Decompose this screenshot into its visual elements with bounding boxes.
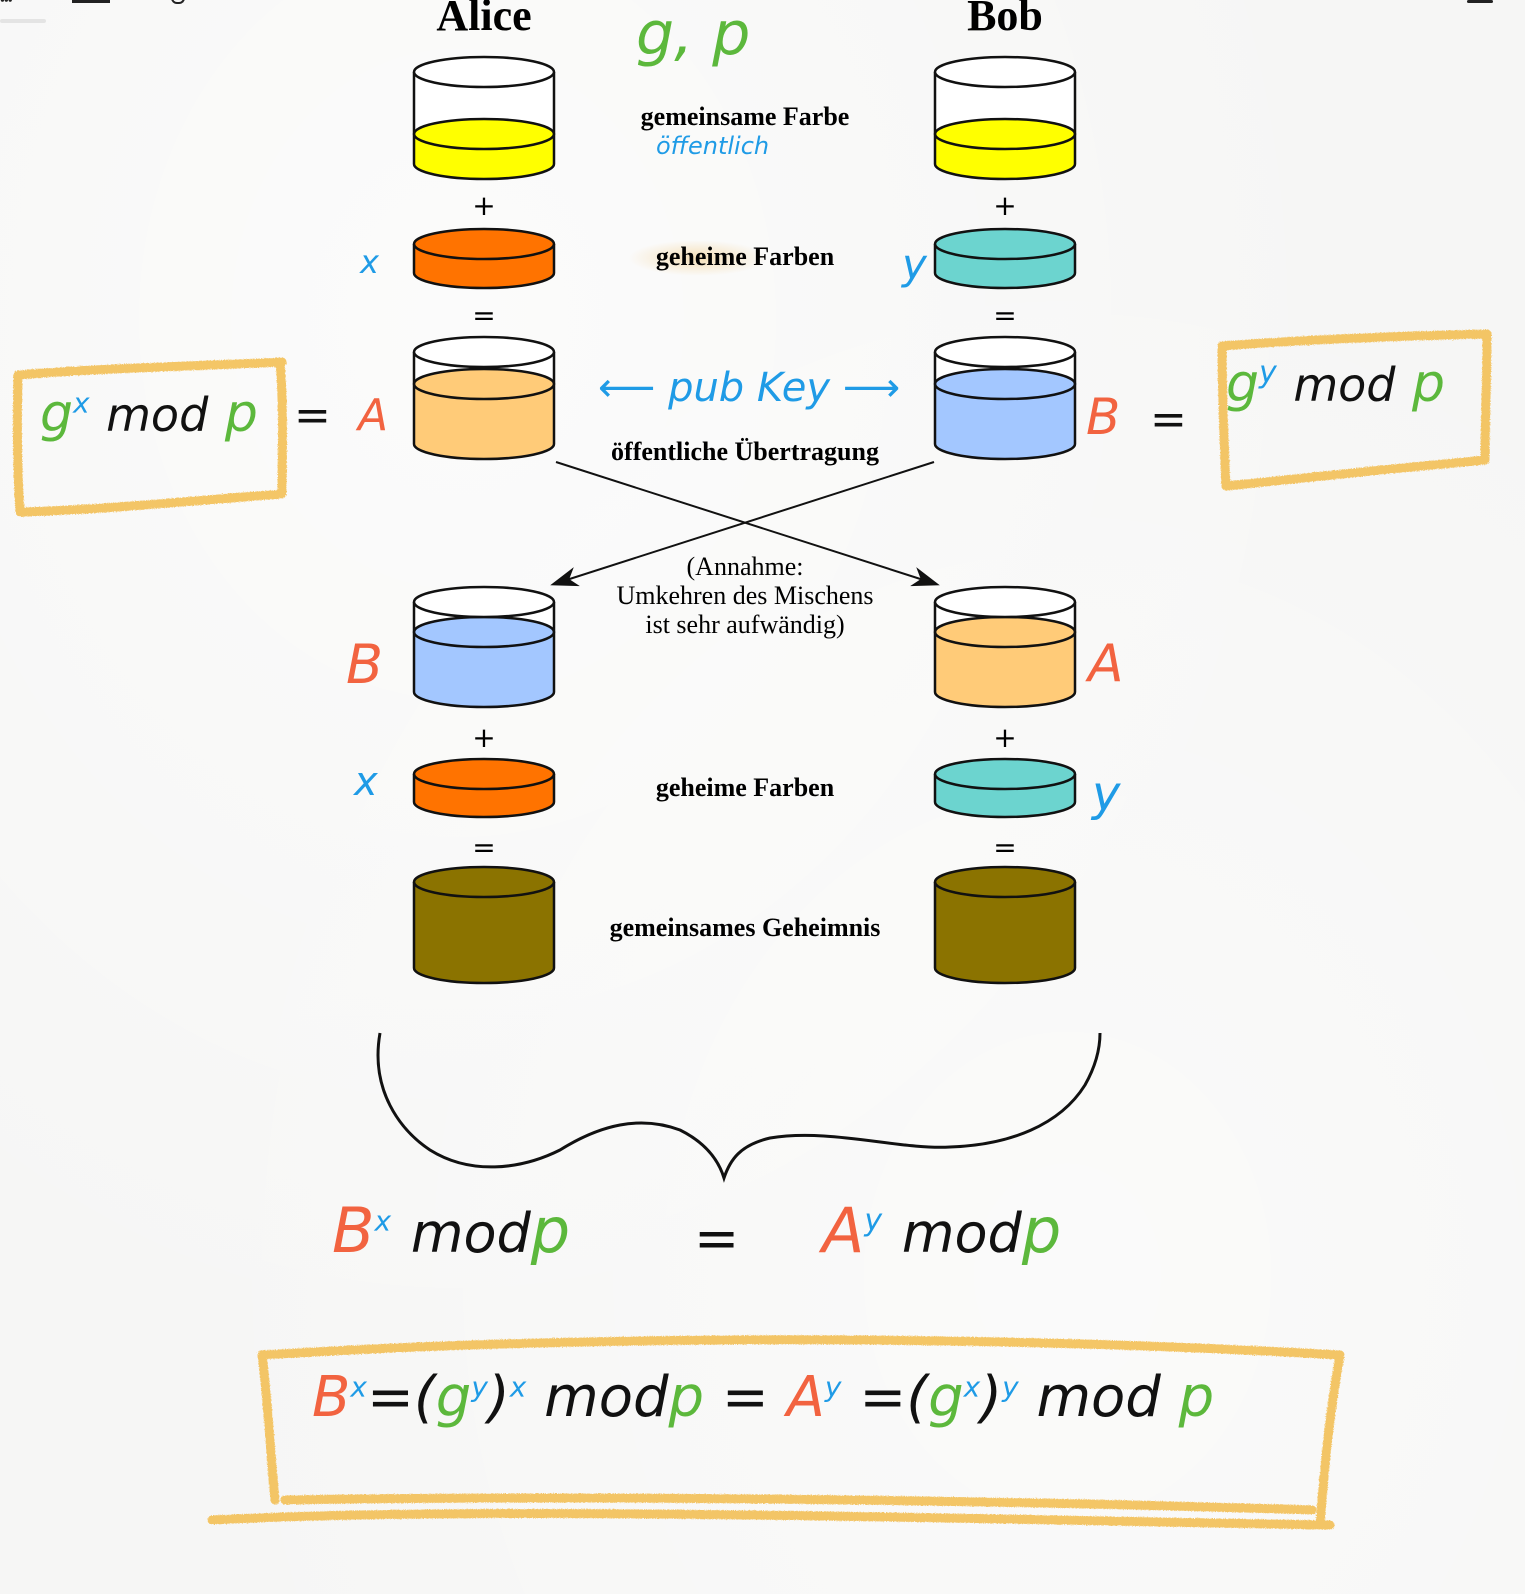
- arrow-bob-to-alice: [550, 461, 935, 587]
- bob-heading: Bob: [967, 0, 1043, 40]
- plus-sign-bob-1: +: [993, 189, 1017, 222]
- formula-modulus-p: p: [224, 384, 258, 444]
- handwritten-var-A-public: A: [358, 390, 389, 441]
- handwritten-var-y-top: y: [902, 240, 927, 289]
- assumption-line-3: ist sehr aufwändig): [645, 610, 845, 639]
- formula-mod: mod: [106, 388, 209, 442]
- highlight-box-bob: [1217, 329, 1492, 491]
- formula-base-g: g: [40, 384, 74, 444]
- cup-alice-shared-secret: [412, 865, 556, 985]
- formula-part: y: [1002, 1370, 1019, 1404]
- formula-modulus-p: p: [1021, 1194, 1062, 1267]
- formula-exp-x: x: [73, 386, 90, 420]
- handwritten-public-params: g, p: [636, 0, 751, 69]
- formula-part: =: [721, 1365, 769, 1430]
- pen-tool-icon[interactable]: [72, 0, 110, 3]
- formula-part: g: [928, 1365, 964, 1430]
- formula-mod: mod: [1293, 358, 1396, 412]
- formula-base-A: A: [822, 1194, 865, 1267]
- formula-exp-x: x: [374, 1204, 392, 1238]
- equals-sign-alice-2: =: [472, 831, 496, 864]
- curly-brace: [376, 1032, 1102, 1183]
- formula-part: =(: [859, 1365, 929, 1430]
- cup-bob-shared: [933, 55, 1077, 181]
- cup-bob-shared-secret: [933, 865, 1077, 985]
- pub-key-text: pub Key: [668, 365, 830, 411]
- highlight-geheime: [628, 240, 768, 276]
- cup-alice-secret: [412, 227, 556, 290]
- formula-modulus-p: p: [1412, 354, 1446, 414]
- formula-base-g: g: [1226, 354, 1260, 414]
- label-public-transfer: öffentliche Übertragung: [611, 437, 879, 466]
- formula-alice-eq: =: [294, 390, 331, 441]
- formula-equality-left: Bx modp: [332, 1200, 570, 1262]
- cup-alice-secret-2: [412, 757, 556, 819]
- formula-mod: mod: [901, 1202, 1022, 1265]
- formula-equality-eq: =: [694, 1207, 740, 1270]
- handwritten-var-x-bottom: x: [354, 759, 378, 805]
- handwritten-public-annotation: öffentlich: [656, 132, 770, 160]
- cup-bob-mix: [933, 335, 1077, 461]
- formula-part: =(: [367, 1365, 436, 1430]
- formula-part: g: [435, 1365, 472, 1430]
- formula-alice-public: gx mod p: [40, 388, 258, 440]
- handwritten-var-A-received: A: [1088, 634, 1124, 694]
- label-secret-colors-bottom: geheime Farben: [655, 773, 835, 802]
- cup-alice-shared: [412, 55, 556, 181]
- alice-heading: Alice: [436, 0, 532, 40]
- handwritten-var-B-public: B: [1086, 388, 1121, 446]
- formula-part: x: [963, 1370, 981, 1404]
- formula-part: A: [786, 1365, 825, 1430]
- formula-part: x: [509, 1370, 527, 1404]
- formula-part: y: [471, 1370, 488, 1404]
- plus-sign-bob-2: +: [993, 721, 1017, 754]
- handwritten-var-x-top: x: [360, 243, 379, 281]
- cup-alice-received: [412, 585, 556, 709]
- plus-sign-alice-2: +: [472, 721, 496, 754]
- label-secret-colors-top: geheime Farben: [655, 242, 835, 271]
- cup-bob-received: [933, 585, 1077, 709]
- formula-part: p: [1178, 1365, 1215, 1430]
- formula-equality-right: Ay modp: [822, 1200, 1061, 1262]
- formula-mod: mod: [410, 1202, 531, 1265]
- formula-bob-public: gy mod p: [1226, 358, 1445, 410]
- handwritten-pub-key: ⟵ pub Key ⟶: [598, 368, 900, 408]
- formula-base-B: B: [332, 1194, 375, 1267]
- formula-part: mod: [544, 1365, 669, 1430]
- cup-bob-secret-2: [933, 757, 1077, 819]
- formula-part: x: [350, 1370, 367, 1404]
- label-shared-secret: gemeinsames Geheimnis: [609, 913, 881, 942]
- equals-sign-bob-2: =: [993, 831, 1017, 864]
- assumption-note: (Annahme: Umkehren des Mischens ist sehr…: [616, 552, 873, 639]
- cup-bob-secret: [933, 227, 1077, 290]
- toolbar-fragment-right-icon[interactable]: [1467, 0, 1493, 3]
- formula-modulus-p: p: [530, 1194, 571, 1267]
- arrow-left-icon: ⟵: [598, 365, 669, 411]
- highlight-box-result: [207, 1335, 1345, 1530]
- active-tab-indicator: [0, 19, 46, 23]
- formula-part: p: [668, 1365, 705, 1430]
- handwritten-var-y-bottom: y: [1092, 766, 1121, 822]
- formula-part: mod: [1036, 1365, 1161, 1430]
- equals-sign-alice-1: =: [472, 299, 496, 332]
- label-shared-color: gemeinsame Farbe: [640, 102, 850, 131]
- formula-part: y: [824, 1370, 842, 1404]
- cup-alice-mix: [412, 335, 556, 461]
- arrow-right-icon: ⟶: [830, 365, 901, 411]
- highlight-box-alice: [12, 357, 287, 517]
- formula-part: ): [487, 1365, 510, 1430]
- assumption-line-2: Umkehren des Mischens: [616, 581, 874, 610]
- handwritten-var-B-received: B: [346, 633, 384, 696]
- equals-sign-bob-1: =: [993, 299, 1017, 332]
- plus-sign-alice-1: +: [472, 189, 496, 222]
- formula-exp-y: y: [1259, 355, 1277, 391]
- formula-bob-eq: =: [1150, 394, 1187, 445]
- assumption-line-1: (Annahme:: [686, 552, 804, 581]
- formula-exp-y: y: [864, 1203, 883, 1239]
- formula-part: B: [312, 1365, 351, 1430]
- formula-part: ): [980, 1365, 1003, 1430]
- formula-full-derivation: Bx=(gy)x modp = Ay =(gx)y mod p: [312, 1370, 1214, 1426]
